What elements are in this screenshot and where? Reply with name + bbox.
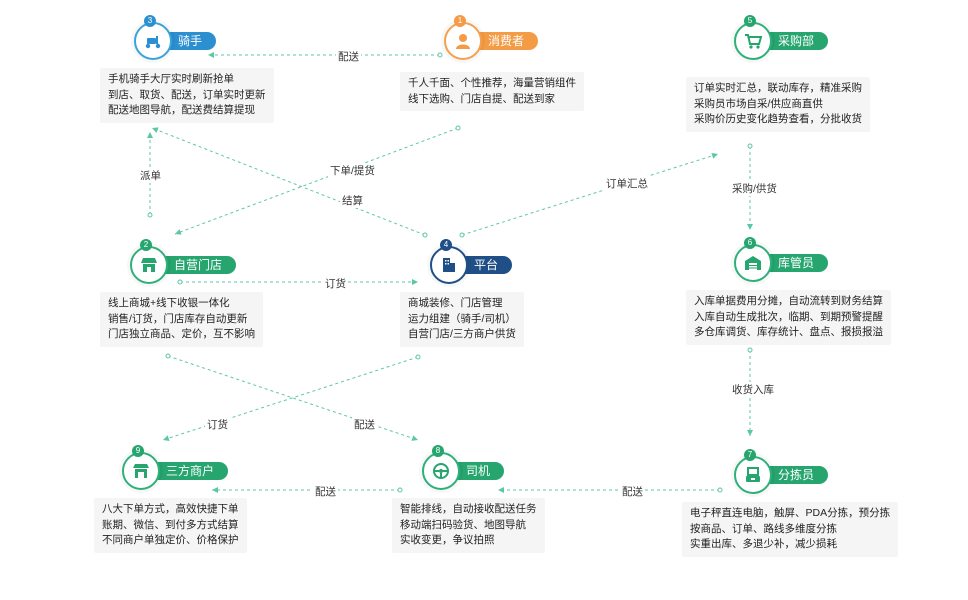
edge-settle [151,127,428,238]
consumer-line-2: 线下选购、门店自提、配送到家 [408,92,555,105]
cart-icon [734,22,772,60]
rider-line-3: 配送地图导航，配送费结算提现 [108,104,255,116]
sorter-label: 分拣员 [756,466,829,484]
edge-label-dispatch: 派单 [138,168,163,183]
edge-label-delivery-mid: 配送 [352,417,377,432]
sorter-number: 7 [744,449,756,461]
store-label: 自营门店 [152,256,237,274]
edge-label-delivery-bottom-right: 配送 [620,484,645,499]
building-icon [430,246,468,284]
shop-icon [122,452,160,490]
warehouse-line-2: 入库自动生成批次，临期、到期预警提醒 [694,310,883,323]
scale-icon [734,456,772,494]
purchasing-line-1: 订单实时汇总，联动库存，精准采购 [694,82,862,94]
rider-line-1: 手机骑手大厅实时刷新抢单 [108,73,234,85]
driver-number: 8 [432,445,444,457]
merchant-line-3: 不同商户单独定价、价格保护 [102,534,239,546]
role-platform: 4 平台 [430,239,513,284]
warehouse-label: 库管员 [756,254,829,272]
store-line-2: 销售/订货，门店库存自动更新 [108,312,248,325]
sorter-line-1: 电子秤直连电脑，触屏、PDA分拣，预分拣 [690,507,891,519]
edge-label-receive-stock: 收货入库 [730,382,776,397]
consumer-number: 1 [454,15,466,27]
merchant-desc: 八大下单方式，高效快捷下单 账期、微信、到付多方式结算 不同商户单独定价、价格保… [94,498,247,553]
platform-number: 4 [440,239,452,251]
role-rider: 3 骑手 [134,15,217,60]
consumer-label: 消费者 [466,32,539,50]
edge-label-order-pickup: 下单/提货 [328,163,377,178]
role-consumer: 1 消费者 [444,15,539,60]
purchasing-number: 5 [744,15,756,27]
store-line-1: 线上商城+线下收银一体化 [108,297,230,309]
merchant-label: 三方商户 [144,462,229,480]
driver-line-3: 实收变更，争议拍照 [400,534,495,546]
consumer-desc: 千人千面、个性推荐，海量营销组件 线下选购、门店自提、配送到家 [400,72,584,111]
consumer-line-1: 千人千面、个性推荐，海量营销组件 [408,77,576,89]
rider-desc: 手机骑手大厅实时刷新抢单 到店、取货、配送，订单实时更新 配送地图导航，配送费结… [100,68,274,123]
edge-label-delivery-top: 配送 [336,49,361,64]
scooter-icon [134,22,172,60]
purchasing-line-2: 采购员市场自采/供应商直供 [694,97,823,110]
edge-label-settle: 结算 [340,193,365,208]
warehouse-desc: 入库单据费用分摊，自动流转到财务结算 入库自动生成批次，临期、到期预警提醒 多仓… [686,290,891,345]
edge-label-order-goods-low: 订货 [205,417,230,432]
rider-line-2: 到店、取货、配送，订单实时更新 [108,88,266,101]
role-purchasing: 5 采购部 [734,15,829,60]
rider-number: 3 [144,15,156,27]
platform-line-3: 自营门店/三方商户供货 [408,328,516,340]
edge-label-purchase-supply: 采购/供货 [730,181,779,196]
edge-label-order-summary: 订单汇总 [604,176,650,191]
role-sorter: 7 分拣员 [734,449,829,494]
platform-line-2: 运力组建（骑手/司机） [408,312,516,325]
store-desc: 线上商城+线下收银一体化 销售/订货，门店库存自动更新 门店独立商品、定价，互不… [100,292,263,347]
warehouse-line-3: 多仓库调货、库存统计、盘点、报损报溢 [694,326,883,338]
edge-order-pickup [174,125,461,235]
store-line-3: 门店独立商品、定价，互不影响 [108,328,255,340]
role-merchant: 9 三方商户 [122,445,229,490]
sorter-desc: 电子秤直连电脑，触屏、PDA分拣，预分拣 按商品、订单、路线多维度分拣 实重出库… [682,502,899,557]
role-driver: 8 司机 [422,445,505,490]
platform-desc: 商城装修、门店管理 运力组建（骑手/司机） 自营门店/三方商户供货 [400,292,524,347]
merchant-line-2: 账期、微信、到付多方式结算 [102,518,239,531]
driver-line-2: 移动端扫码验货、地图导航 [400,518,526,531]
purchasing-line-3: 采购价历史变化趋势查看，分批收货 [694,113,862,125]
store-number: 2 [140,239,152,251]
driver-icon [422,452,460,490]
sorter-line-2: 按商品、订单、路线多维度分拣 [690,522,837,535]
purchasing-desc: 订单实时汇总，联动库存，精准采购 采购员市场自采/供应商直供 采购价历史变化趋势… [686,77,870,132]
role-warehouse: 6 库管员 [734,237,829,282]
warehouse-icon [734,244,772,282]
edge-label-order-goods-mid: 订货 [323,276,348,291]
role-store: 2 自营门店 [130,239,237,284]
edge-order-summary [459,152,719,238]
warehouse-number: 6 [744,237,756,249]
driver-desc: 智能排线，自动接收配送任务 移动端扫码验货、地图导航 实收变更，争议拍照 [392,498,545,553]
purchasing-label: 采购部 [756,32,829,50]
edge-label-delivery-bottom-left: 配送 [313,484,338,499]
driver-line-1: 智能排线，自动接收配送任务 [400,503,537,515]
merchant-number: 9 [132,445,144,457]
platform-line-1: 商城装修、门店管理 [408,297,503,309]
warehouse-line-1: 入库单据费用分摊，自动流转到财务结算 [694,295,883,307]
merchant-line-1: 八大下单方式，高效快捷下单 [102,503,239,515]
sorter-line-3: 实重出库、多退少补，减少损耗 [690,538,837,550]
person-icon [444,22,482,60]
store-icon [130,246,168,284]
